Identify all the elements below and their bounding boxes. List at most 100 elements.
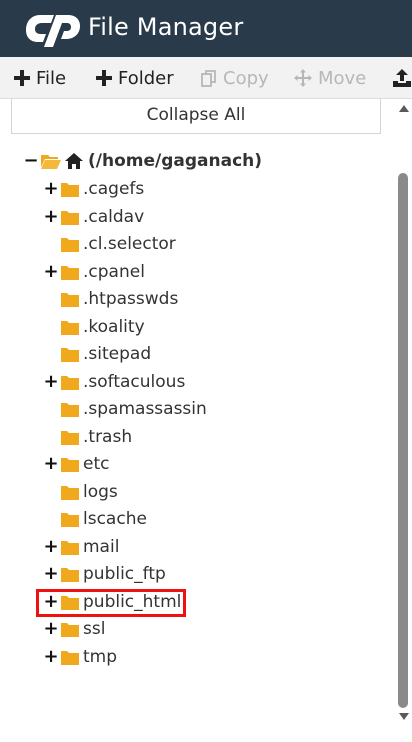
plus-icon (14, 70, 30, 86)
folder-icon-wrap (58, 567, 83, 582)
folder-icon (61, 622, 79, 637)
folder-open-icon (41, 155, 61, 169)
tree-item-lscache[interactable]: lscache (44, 506, 147, 532)
folder-icon (61, 347, 79, 362)
new-folder-label: Folder (118, 67, 174, 89)
tree-item-label: .softaculous (83, 372, 186, 392)
folder-icon (61, 320, 79, 335)
tree-item-label: .spamassassin (83, 399, 207, 419)
tree-item-dot-cagefs[interactable]: + .cagefs (43, 176, 145, 202)
tree-item-dot-softaculous[interactable]: + .softaculous (43, 369, 186, 395)
expander-spacer (44, 512, 58, 526)
move-label: Move (318, 67, 367, 89)
new-file-button[interactable]: File (14, 57, 66, 99)
expander-spacer (44, 347, 58, 361)
expand-toggle[interactable]: + (43, 453, 59, 474)
folder-icon (61, 375, 79, 390)
folder-icon-wrap (58, 622, 83, 637)
scroll-down-arrow-icon[interactable] (399, 713, 409, 720)
tree-item-label: .trash (83, 427, 133, 447)
expander-spacer (44, 402, 58, 416)
home-icon (65, 153, 83, 169)
tree-item-label: .cagefs (83, 179, 145, 199)
tree-item-label: .cl.selector (83, 234, 176, 254)
folder-icon-wrap (58, 595, 83, 610)
tree-item-dot-sitepad[interactable]: .sitepad (44, 341, 151, 367)
folder-icon (61, 485, 79, 500)
collapse-toggle[interactable]: − (23, 150, 39, 171)
tree-item-etc[interactable]: +etc (43, 451, 109, 477)
folder-icon-wrap (58, 457, 83, 472)
expand-toggle[interactable]: + (43, 536, 59, 557)
tree-item-dot-koality[interactable]: .koality (44, 314, 145, 340)
tree-item-dot-spamassassin[interactable]: .spamassassin (44, 396, 207, 422)
tree-item-dot-cpanel[interactable]: +.cpanel (43, 259, 144, 285)
folder-icon-wrap (58, 265, 83, 280)
folder-icon (61, 430, 79, 445)
tree-item-ssl[interactable]: + ssl (43, 616, 106, 642)
tree-item-label: public_html (83, 592, 182, 612)
folder-icon-wrap (58, 237, 83, 252)
tree-item-dot-cl-selector[interactable]: .cl.selector (44, 231, 176, 257)
tree-item-public-ftp[interactable]: + public_ftp (43, 561, 166, 587)
tree-item-label: tmp (83, 647, 118, 667)
expander-spacer (44, 320, 58, 334)
upload-icon (393, 69, 411, 87)
folder-icon-wrap (58, 292, 83, 307)
tree-item-label: public_ftp (83, 564, 166, 584)
folder-icon (61, 265, 79, 280)
tree-item-label: mail (83, 537, 120, 557)
scrollbar-thumb[interactable] (398, 173, 408, 708)
folder-icon-wrap (58, 485, 83, 500)
expand-toggle[interactable]: + (43, 563, 59, 584)
expand-toggle[interactable]: + (43, 371, 59, 392)
collapse-all-button[interactable]: Collapse All (11, 99, 381, 134)
copy-button[interactable]: Copy (201, 57, 269, 99)
folder-tree-panel: Collapse All − (/home/gaganach) + .cagefs… (0, 99, 412, 742)
upload-button[interactable] (393, 57, 411, 99)
folder-icon (61, 457, 79, 472)
app-header: File Manager (0, 0, 412, 57)
folder-icon (61, 292, 79, 307)
tree-root[interactable]: − (/home/gaganach) (23, 148, 262, 174)
tree-item-tmp[interactable]: + tmp (43, 644, 118, 670)
expand-toggle[interactable]: + (43, 206, 59, 227)
folder-icon (61, 210, 79, 225)
plus-icon (96, 70, 112, 86)
move-button[interactable]: Move (294, 57, 366, 99)
tree-item-label: logs (83, 482, 118, 502)
tree-item-public-html[interactable]: + public_html (43, 589, 182, 615)
highlight-box (36, 589, 186, 617)
folder-icon (61, 182, 79, 197)
folder-icon-wrap (58, 402, 83, 417)
tree-item-logs[interactable]: logs (44, 479, 118, 505)
expand-toggle[interactable]: + (43, 646, 59, 667)
copy-label: Copy (223, 67, 269, 89)
folder-icon (61, 540, 79, 555)
tree-item-label: .sitepad (83, 344, 152, 364)
expand-toggle[interactable]: + (43, 591, 59, 612)
folder-icon (61, 402, 79, 417)
tree-item-dot-caldav[interactable]: + .caldav (43, 204, 145, 230)
folder-icon-wrap (58, 512, 83, 527)
tree-item-label: ssl (83, 619, 106, 639)
tree-item-dot-htpasswds[interactable]: .htpasswds (44, 286, 178, 312)
folder-icon-wrap (58, 210, 83, 225)
scroll-up-arrow-icon[interactable] (399, 105, 409, 112)
scrollbar[interactable] (395, 99, 412, 729)
tree-item-dot-trash[interactable]: .trash (44, 424, 132, 450)
cpanel-logo-icon[interactable] (24, 9, 82, 47)
expand-toggle[interactable]: + (43, 618, 59, 639)
tree-item-label: lscache (83, 509, 147, 529)
app-title: File Manager (88, 13, 244, 41)
new-folder-button[interactable]: Folder (96, 57, 174, 99)
new-file-label: File (36, 67, 67, 89)
tree-item-mail[interactable]: + mail (43, 534, 120, 560)
expand-toggle[interactable]: + (43, 178, 59, 199)
expander-spacer (44, 237, 58, 251)
move-arrows-icon (294, 69, 312, 87)
expand-toggle[interactable]: + (43, 261, 59, 282)
copy-icon (201, 69, 216, 87)
tree-item-label: .caldav (83, 207, 145, 227)
folder-icon (61, 512, 79, 527)
